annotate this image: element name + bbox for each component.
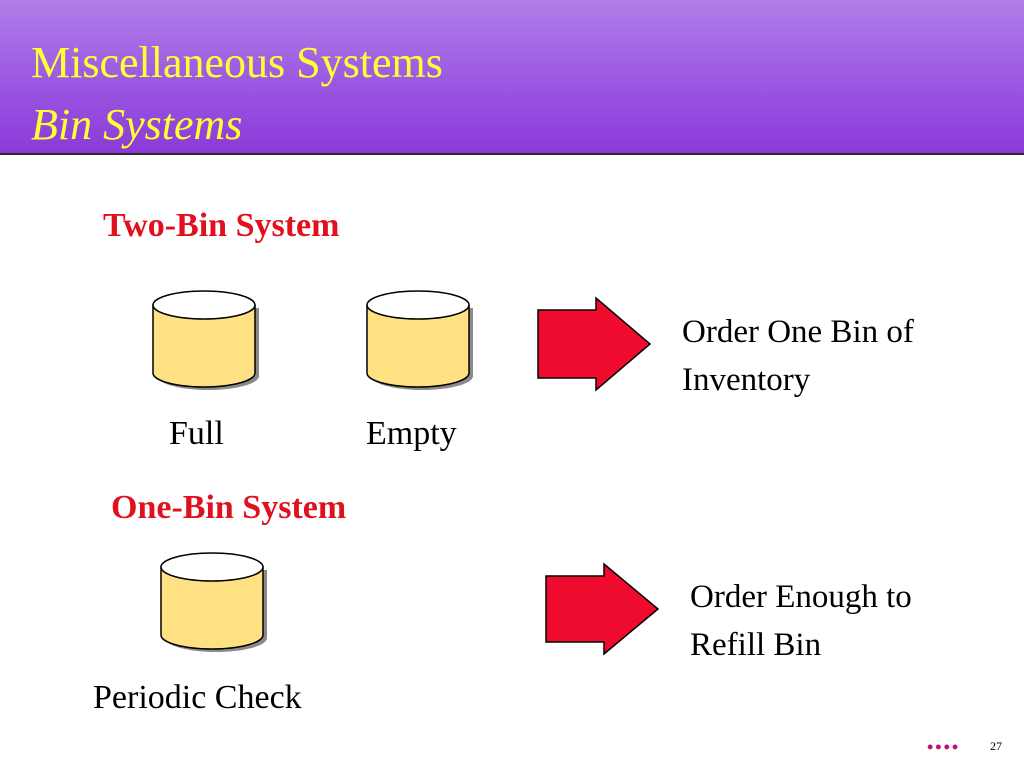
empty-bin-icon <box>366 290 473 390</box>
empty-bin-label: Empty <box>366 415 457 452</box>
periodic-bin-icon <box>160 552 267 652</box>
one-bin-heading: One-Bin System <box>111 489 347 526</box>
page-number: 27 <box>990 739 1002 753</box>
slide-subtitle: Bin Systems <box>31 100 243 149</box>
one-bin-action-line1: Order Enough to <box>690 579 912 615</box>
two-bin-action-line1: Order One Bin of <box>682 314 914 350</box>
two-bin-heading: Two-Bin System <box>103 207 340 244</box>
one-bin-action-text: Order Enough to Refill Bin <box>690 573 912 669</box>
right-arrow-icon <box>537 296 652 392</box>
two-bin-action-text: Order One Bin of Inventory <box>682 308 914 404</box>
one-bin-action-line2: Refill Bin <box>690 627 822 663</box>
periodic-check-label: Periodic Check <box>93 679 302 716</box>
slide-header: Miscellaneous Systems Bin Systems <box>0 0 1024 153</box>
header-divider <box>0 153 1024 155</box>
full-bin-label: Full <box>169 415 224 452</box>
right-arrow-icon <box>545 562 660 656</box>
two-bin-action-line2: Inventory <box>682 362 811 398</box>
footer-dots: •••• <box>927 737 961 757</box>
full-bin-icon <box>152 290 259 390</box>
slide-title: Miscellaneous Systems <box>31 38 443 87</box>
